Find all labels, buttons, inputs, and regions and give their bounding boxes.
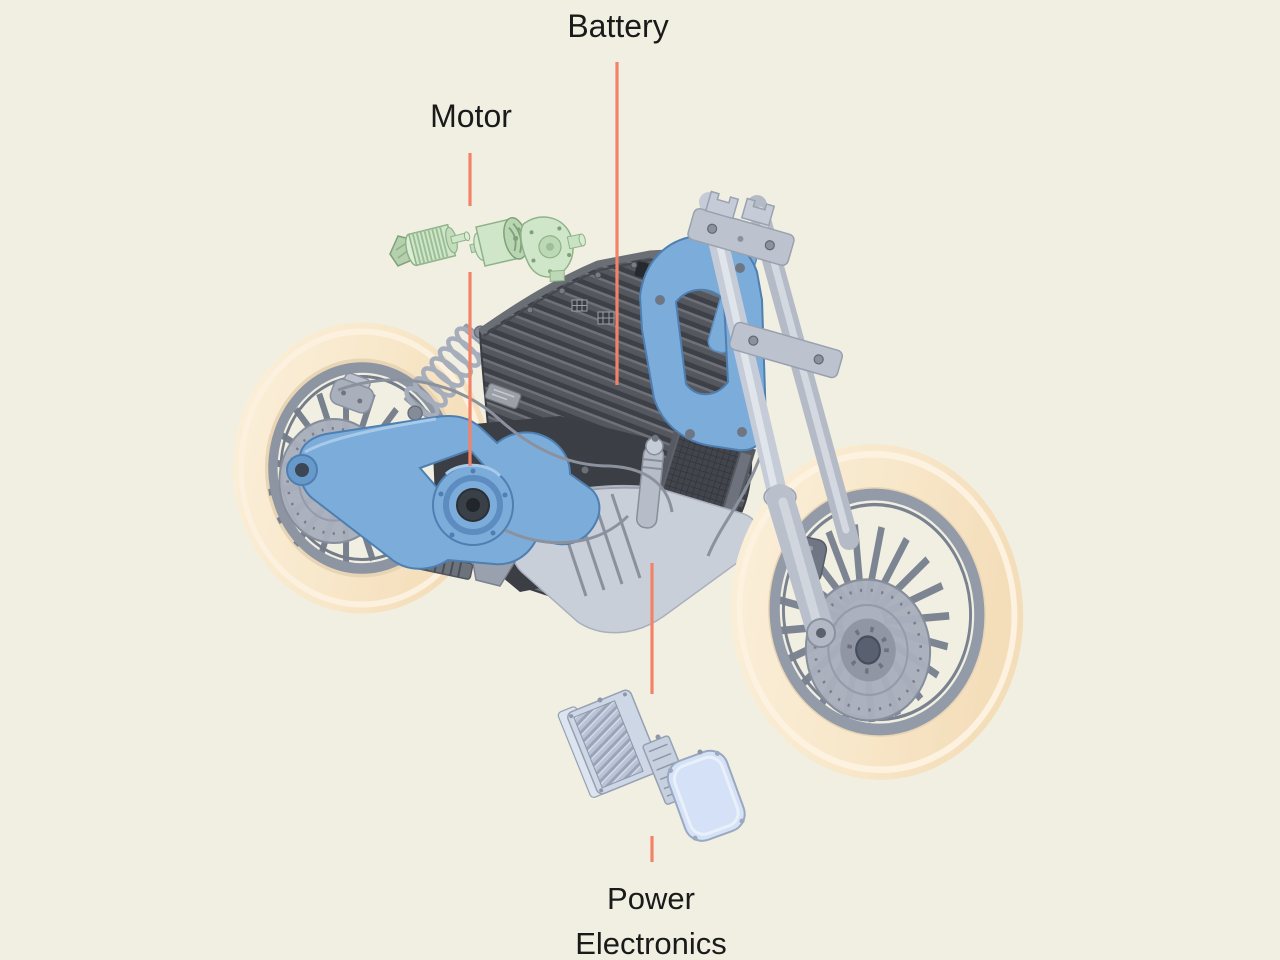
front-rim bbox=[769, 488, 985, 736]
pe-inverter-box bbox=[557, 689, 661, 798]
motor-label: Motor bbox=[430, 98, 512, 134]
battery-badge bbox=[484, 382, 522, 410]
front-fork bbox=[687, 190, 859, 648]
battery-label: Battery bbox=[567, 8, 669, 44]
pe-cover bbox=[666, 749, 746, 842]
front-brake-disc bbox=[804, 578, 932, 722]
triple-clamp-upper bbox=[687, 207, 795, 267]
fork-lower-leg bbox=[763, 484, 836, 648]
power-electronics-label: Power Electronics bbox=[575, 876, 727, 960]
motor-housing bbox=[520, 216, 586, 283]
front-wheel bbox=[730, 444, 1024, 780]
motor-cover bbox=[432, 463, 514, 546]
swingarm bbox=[286, 415, 601, 570]
power-electronics-label-line1: Power bbox=[607, 881, 695, 916]
triple-clamp-lower bbox=[728, 321, 844, 379]
battery-vent-grids bbox=[571, 299, 615, 325]
motor-rotor bbox=[404, 223, 471, 267]
motor-exploded bbox=[389, 216, 586, 283]
handlebar-risers bbox=[704, 190, 776, 227]
power-electronics-label-line2: Electronics bbox=[575, 926, 727, 960]
leader-lines bbox=[468, 62, 654, 862]
power-electronics-exploded bbox=[557, 689, 746, 842]
cables bbox=[337, 378, 674, 545]
